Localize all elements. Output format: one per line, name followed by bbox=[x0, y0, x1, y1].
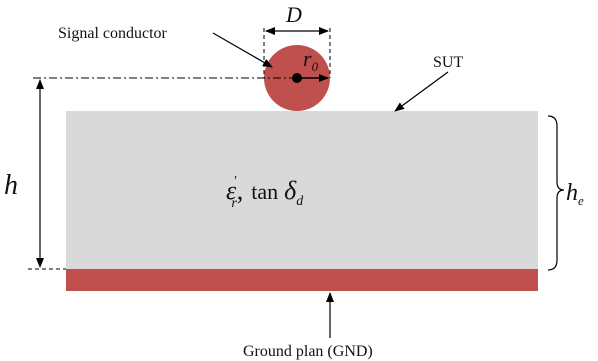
substrate-block bbox=[66, 111, 538, 269]
thickness-label: he bbox=[566, 180, 584, 208]
ground-plane-label: Ground plan (GND) bbox=[243, 343, 373, 360]
signal-conductor-label: Signal conductor bbox=[58, 25, 168, 42]
diameter-label: D bbox=[285, 2, 302, 27]
sut-label: SUT bbox=[433, 54, 463, 71]
thickness-brace bbox=[547, 115, 565, 271]
radius-label: r0 bbox=[303, 46, 319, 74]
sut-leader bbox=[394, 71, 449, 112]
ground-plane bbox=[66, 269, 538, 291]
height-label: h bbox=[4, 170, 18, 201]
signal-leader bbox=[212, 32, 273, 68]
